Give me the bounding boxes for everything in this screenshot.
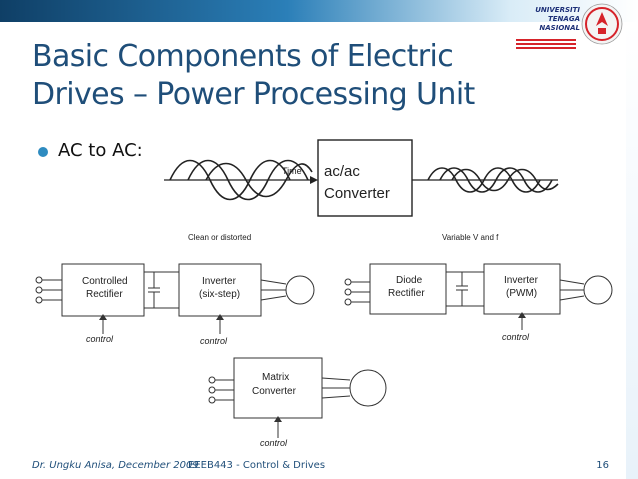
- block-label: Matrix: [262, 372, 289, 383]
- bullet-text: AC to AC:: [58, 140, 143, 161]
- block-label: (PWM): [506, 288, 537, 299]
- block-label: Rectifier: [388, 288, 425, 299]
- logo-stripes-icon: [516, 39, 576, 49]
- left-wave-3: [205, 162, 313, 198]
- block-label: Controlled: [82, 276, 128, 287]
- control-label: control: [502, 332, 530, 342]
- left-caption: Clean or distorted: [188, 233, 251, 242]
- ac-ac-diagram-svg: Time ac/ac Converter Clean or distorted …: [164, 139, 559, 242]
- six-step-drive-diagram: Controlled Rectifier Inverter (six-step)…: [24, 254, 332, 348]
- control-label: control: [200, 336, 228, 346]
- side-gradient: [626, 22, 638, 479]
- block-label: Converter: [252, 386, 297, 397]
- matrix-svg: Matrix Converter control: [208, 357, 387, 448]
- bullet-dot-icon: [38, 147, 48, 157]
- matrix-converter-diagram: Matrix Converter control: [180, 350, 408, 450]
- logo-line-2: TENAGA: [548, 15, 580, 23]
- block-label: Rectifier: [86, 289, 123, 300]
- footer-author: Dr. Ungku Anisa, December 2009: [32, 460, 199, 471]
- control-label: control: [260, 438, 288, 448]
- right-caption: Variable V and f: [442, 233, 499, 242]
- block-label: Inverter: [202, 276, 237, 287]
- motor-left: [285, 275, 315, 305]
- top-banner: [0, 0, 638, 22]
- slide-title-line-1: Basic Components of Electric: [32, 39, 454, 74]
- slide-title-line-2: Drives – Power Processing Unit: [32, 77, 475, 112]
- block-label: Inverter: [504, 275, 539, 286]
- block-label: Diode: [396, 275, 423, 286]
- footer-page-number: 16: [596, 460, 609, 471]
- pwm-drive-diagram: Diode Rectifier Inverter (PWM) control: [336, 252, 626, 346]
- motor-bottom: [349, 369, 387, 407]
- ac-ac-converter-diagram: Time ac/ac Converter Clean or distorted …: [160, 128, 564, 244]
- university-emblem-icon: [581, 3, 623, 45]
- diode-rectifier-block: [369, 263, 447, 315]
- left-wave-2: [187, 159, 309, 201]
- university-logo-text: UNIVERSITI TENAGA NASIONAL: [508, 6, 580, 33]
- right-wave-3: [451, 168, 559, 192]
- control-label: control: [86, 334, 114, 344]
- footer-course: EEEB443 - Control & Drives: [188, 460, 326, 471]
- time-label: Time: [282, 166, 302, 176]
- converter-box: [317, 139, 413, 217]
- pwm-svg: Diode Rectifier Inverter (PWM) control: [344, 263, 613, 342]
- block-label: (six-step): [199, 289, 240, 300]
- left-wave-1: [169, 159, 291, 201]
- converter-label-2: Converter: [324, 185, 390, 202]
- motor-right: [583, 275, 613, 305]
- converter-label-1: ac/ac: [324, 163, 360, 180]
- six-step-svg: Controlled Rectifier Inverter (six-step)…: [35, 263, 315, 346]
- slide-title: Basic Components of Electric Drives – Po…: [32, 38, 552, 114]
- logo-line-1: UNIVERSITI: [535, 6, 580, 14]
- logo-line-3: NASIONAL: [539, 24, 580, 32]
- time-axis-arrow: [310, 176, 318, 184]
